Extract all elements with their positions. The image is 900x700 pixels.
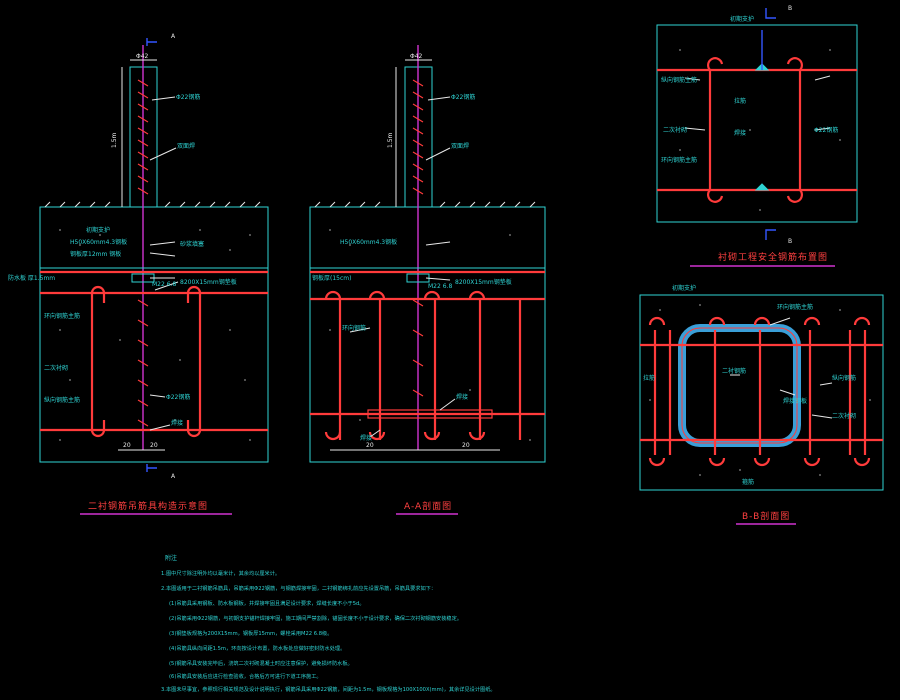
aa-label: 钢板厚(15cm) [312,274,351,282]
plan-bb-label: 焊接 [734,129,746,137]
elevation-label: 纵向钢筋主筋 [44,396,80,404]
aa-dim-spacing: 1.5m [387,132,394,148]
elevation-dim-right: 20 [150,442,158,449]
elevation-view: A A Φ42 1.5m 20 20 Φ22钢筋 双面焊 H50X60mm4.3… [8,33,269,515]
note-item: (6)吊筋具安装后应进行检查验收，合格后方可进行下道工序施工。 [169,672,322,680]
section-aa-view: Φ42 1.5m 20 20 Φ22钢筋 双面焊 H50X60mm4.3钢板 钢… [309,45,546,515]
note-item: (3)钢垫板规格为200X15mm，钢板厚15mm，螺栓采用M22 6.8级。 [169,629,332,637]
elevation-dim-left: 20 [123,442,131,449]
plan-bb-label: 纵向钢筋主筋 [661,76,697,84]
elevation-label: 防水板 厚1.5mm [8,274,55,282]
bb-label: 初期支护 [672,284,696,292]
elevation-dim-spacing: 1.5m [111,132,118,148]
notes-heading: 附注 [165,554,177,562]
elevation-label: Φ22钢筋 [166,393,190,401]
aa-label: Φ22钢筋 [451,93,475,101]
plan-bb-view: B B 初期支护 拉筋 焊接 二次衬砌 纵向钢筋主筋 环向钢筋主筋 Φ22钢筋 … [656,5,858,267]
elevation-label: 双面焊 [177,142,195,150]
concrete-specks [59,229,251,441]
plan-bb-label: 初期支护 [730,15,754,23]
section-bb-view: 初期支护 环向钢筋主筋 二衬钢筋 纵向钢筋 焊接钢板 二次衬砌 拉筋 箍筋 B-… [639,284,884,525]
elevation-title: 二衬钢筋吊筋具构造示意图 [88,500,208,512]
notes-block: 附注 1.图中尺寸除注明外均以毫米计，其余均以厘米计。 2.本图适用于二衬钢筋吊… [157,550,877,699]
note-item: (2)吊筋采用Φ22钢筋，与初期支护锚杆焊接牢固，施工期间严禁割除，锚固长度不小… [169,614,462,622]
bb-section-mark-bottom: B [788,238,792,245]
elevation-label: H50X60mm4.3钢板 [70,238,127,246]
elevation-label: 砂浆填塞 [180,240,204,248]
bb-label: 纵向钢筋 [832,374,856,382]
elevation-label: 钢板厚12mm 钢板 [70,250,121,258]
elevation-label: M22 6.8 [152,281,176,288]
elevation-section-mark-top: A [171,33,176,40]
aa-stirrups [324,290,522,441]
elevation-label: 环向钢筋主筋 [44,312,80,320]
elevation-dim-diameter: Φ42 [136,53,149,60]
aa-title: A-A剖面图 [404,500,452,512]
aa-label: 双面焊 [451,142,469,150]
bb-label: 二衬钢筋 [722,367,746,375]
aa-dim-right: 20 [462,442,470,449]
notes-text-canvas: 附注 1.图中尺寸除注明外均以毫米计，其余均以厘米计。 2.本图适用于二衬钢筋吊… [161,554,496,693]
anchor-hatch [137,79,149,427]
bb-label: 二次衬砌 [832,412,856,420]
bb-label: 环向钢筋主筋 [777,303,813,311]
note-item: (4)吊筋具纵向间距1.5m，环向按设计布置，防水板处应做好密封防水处理。 [169,644,345,652]
plan-bb-title: 衬砌工程安全钢筋布置图 [718,251,828,263]
aa-label: H50X60mm4.3钢板 [340,238,397,246]
aa-label: 焊接 [456,393,468,401]
plan-bb-label: Φ22钢筋 [814,126,838,134]
plan-bb-label: 环向钢筋主筋 [661,156,697,164]
aa-label: 焊接 [360,434,372,442]
aa-dim-diameter: Φ42 [410,53,423,60]
bb-label: 箍筋 [742,478,754,486]
elevation-label: 初期支护 [86,226,110,234]
ground-hatch [44,201,261,208]
elevation-label: 焊接 [171,419,183,427]
bb-section-mark-top: B [788,5,792,12]
bb-label: 焊接钢板 [783,397,807,405]
aa-dim-left: 20 [366,442,374,449]
elevation-label: Φ22钢筋 [176,93,200,101]
note-item: 1.图中尺寸除注明外均以毫米计，其余均以厘米计。 [161,569,280,577]
note-item: 2.本图适用于二衬钢筋吊筋具，吊筋采用Φ22钢筋，与钢筋焊接牢固，二衬钢筋绑扎前… [161,584,436,592]
aa-label: M22 6.8 [428,283,452,290]
aa-label: 8200X15mm钢垫板 [455,278,512,286]
plan-bb-label: 拉筋 [734,97,746,105]
plan-bb-label: 二次衬砌 [663,126,687,134]
note-item: (1)吊筋具采用钢板、防水板钢板，并焊接牢固且满足设计要求，焊缝长度不小于5d。 [169,599,365,607]
elevation-label: 8200X15mm钢垫板 [180,278,237,286]
elevation-section-mark-bottom: A [171,473,176,480]
bb-label: 拉筋 [643,374,655,382]
elevation-label: 二次衬砌 [44,364,68,372]
note-item: 3.本图未尽事宜，参照现行相关规范及设计说明执行，钢筋吊具采用Φ22钢筋，间距为… [161,685,496,693]
aa-label: 环向钢筋 [342,324,366,332]
bb-title: B-B剖面图 [742,510,790,522]
note-item: (5)钢筋吊具安装完毕后，浇筑二次衬砌混凝土时应注意保护，避免损坏防水板。 [169,659,353,667]
